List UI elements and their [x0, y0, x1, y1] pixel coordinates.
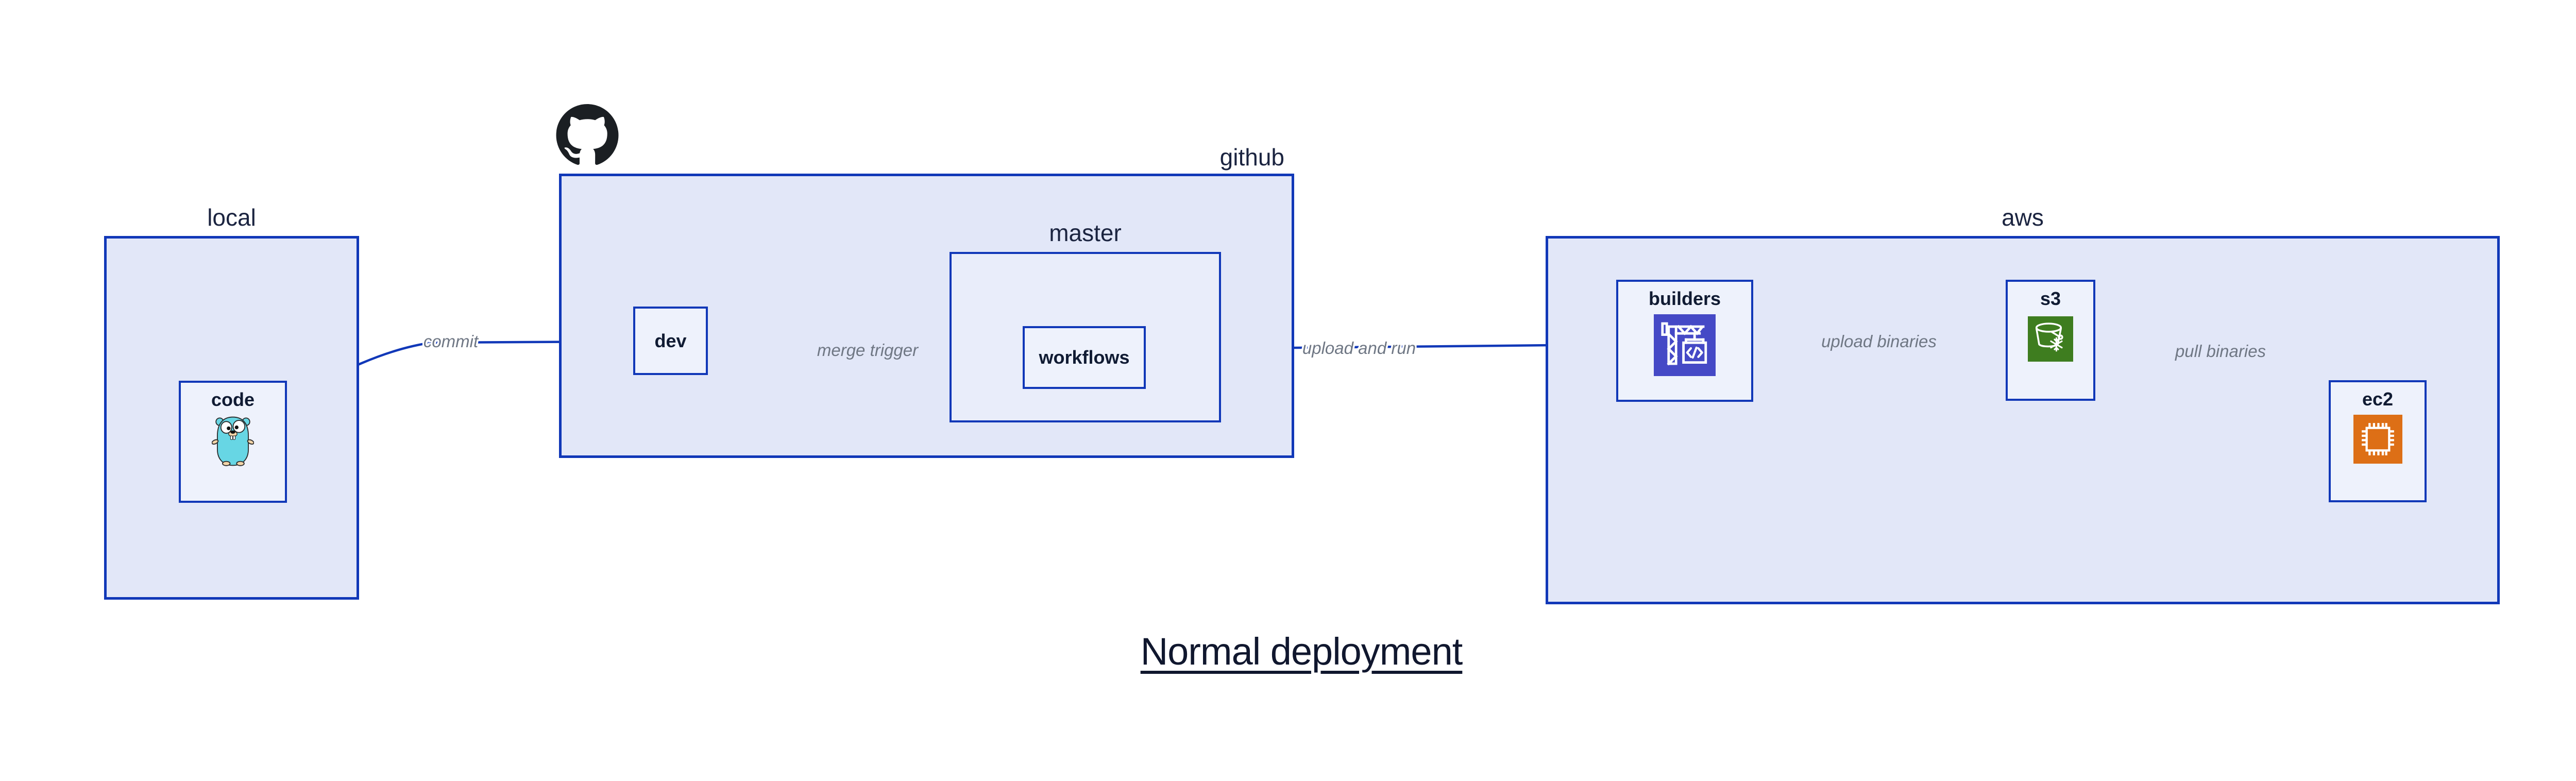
- edge-label-upload-and-run: upload and run: [1302, 338, 1416, 358]
- go-gopher-icon: [211, 414, 255, 470]
- node-code: code: [179, 381, 287, 503]
- edge-label-merge-trigger: merge trigger: [817, 341, 919, 360]
- node-dev: dev: [633, 307, 708, 375]
- codebuild-crane-icon: [1654, 314, 1716, 379]
- node-dev-label: dev: [654, 330, 687, 351]
- group-github-label: github: [1219, 144, 1284, 171]
- github-octocat-icon: [555, 104, 619, 169]
- node-workflows-label: workflows: [1039, 347, 1130, 368]
- diagram-title: Normal deployment: [1140, 630, 1463, 673]
- edge-label-commit: commit: [423, 332, 479, 351]
- node-s3: s3: [2006, 280, 2095, 401]
- group-master-label: master: [1049, 219, 1122, 246]
- s3-bucket-snowflake-icon: [2028, 316, 2073, 364]
- node-workflows: workflows: [1023, 326, 1146, 389]
- node-code-label: code: [211, 389, 255, 410]
- node-ec2: ec2: [2329, 380, 2427, 502]
- ec2-chip-icon: [2353, 415, 2402, 466]
- edge-label-upload-binaries: upload binaries: [1821, 332, 1937, 351]
- node-builders-label: builders: [1648, 288, 1721, 309]
- node-ec2-label: ec2: [2362, 388, 2394, 410]
- group-aws-label: aws: [2002, 204, 2044, 231]
- node-builders: builders: [1616, 280, 1753, 402]
- edge-label-pull-binaries: pull binaries: [2175, 342, 2266, 361]
- group-local-label: local: [207, 204, 256, 231]
- node-s3-label: s3: [2040, 288, 2061, 309]
